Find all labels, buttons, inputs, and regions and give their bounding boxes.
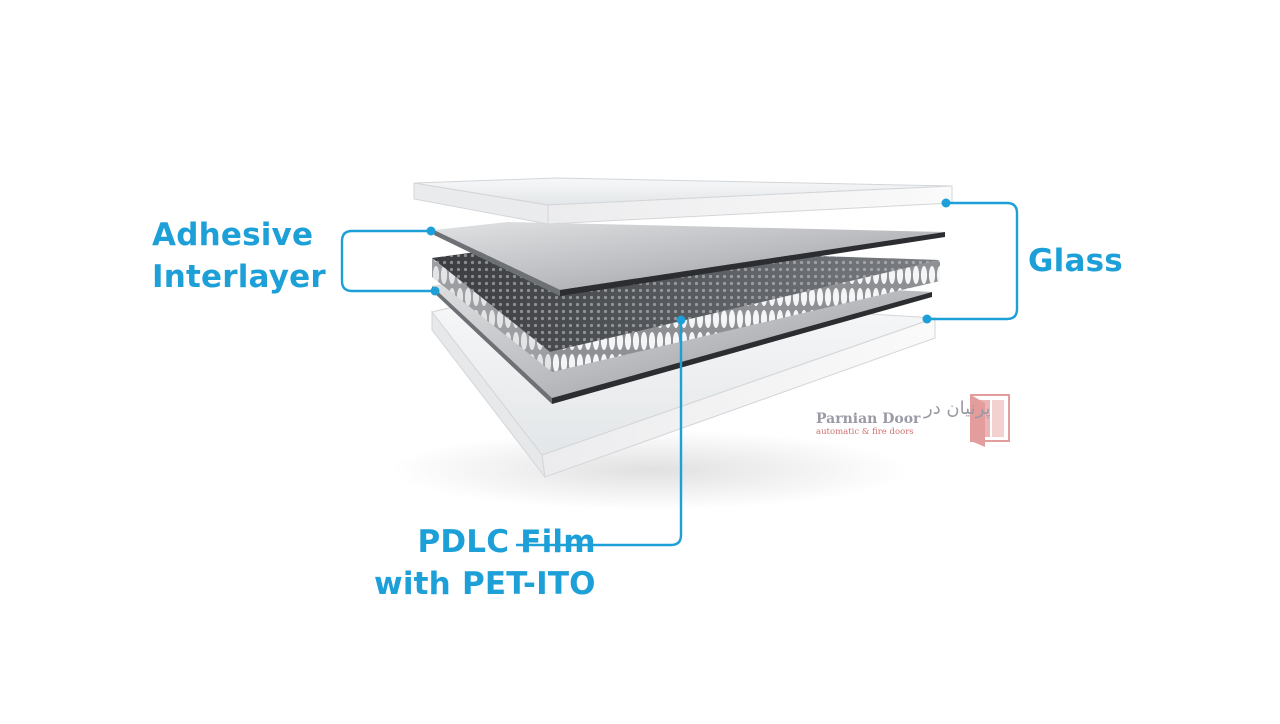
adhesive-label-line2: Interlayer bbox=[152, 259, 326, 295]
upper-adhesive-interlayer bbox=[434, 222, 945, 296]
watermark-brand: Parnian Door bbox=[816, 411, 921, 427]
watermark-subtitle: automatic & fire doors bbox=[816, 427, 914, 437]
callout-dots bbox=[426, 198, 951, 325]
pdlc-film-label: PDLC Film with PET-ITO bbox=[322, 521, 596, 605]
adhesive-callout-line bbox=[340, 229, 435, 293]
adhesive-label-line1: Adhesive bbox=[152, 217, 314, 253]
adhesive-interlayer-label: Adhesive Interlayer bbox=[152, 214, 326, 298]
callout-lines bbox=[340, 201, 1019, 547]
glass-callout-line bbox=[927, 201, 1019, 321]
ground-shadow bbox=[390, 430, 910, 510]
door-icon bbox=[970, 394, 1010, 447]
watermark-farsi: پرنیان در bbox=[924, 398, 991, 419]
pdlc-label-line1: PDLC Film bbox=[417, 524, 596, 560]
adhesive-top-dot bbox=[426, 226, 436, 236]
adhesive-bottom-dot bbox=[430, 286, 440, 296]
pdlc-label-line2: with PET-ITO bbox=[374, 566, 596, 602]
glass-bottom-dot bbox=[922, 314, 932, 324]
glass-label: Glass bbox=[1028, 243, 1123, 279]
pdlc-dot bbox=[676, 315, 686, 325]
pdlc-callout-line bbox=[516, 320, 683, 547]
top-glass-pane bbox=[413, 177, 953, 225]
glass-top-dot bbox=[941, 198, 951, 208]
